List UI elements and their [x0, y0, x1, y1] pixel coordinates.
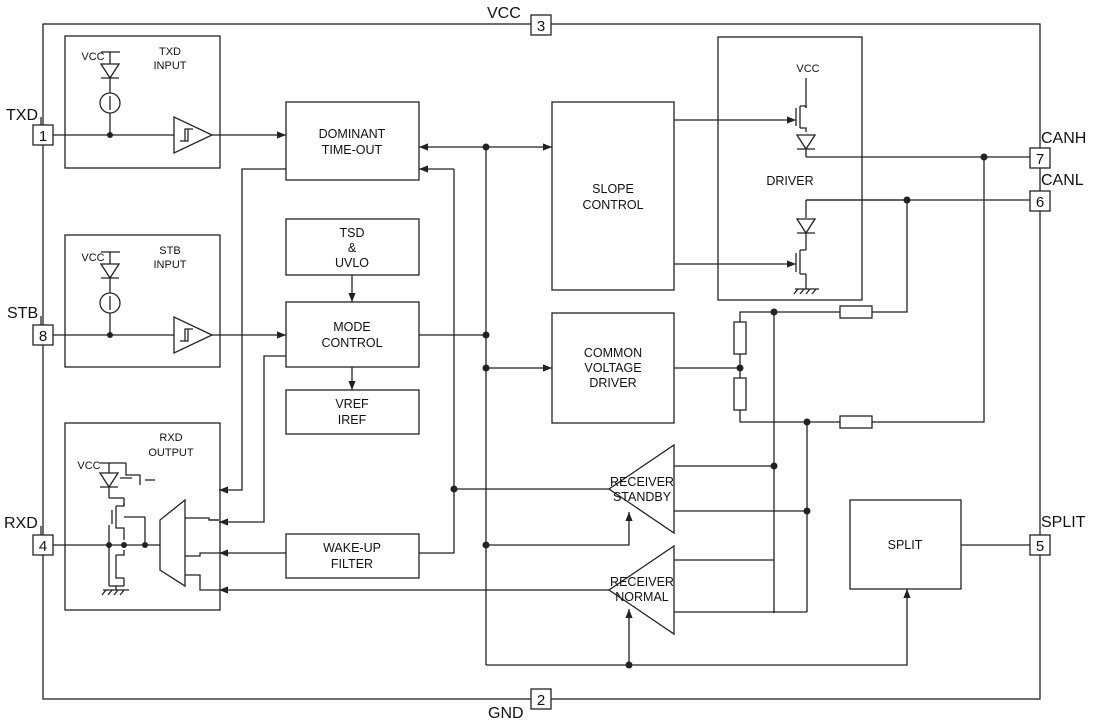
pin-canl-name: CANL — [1041, 172, 1084, 189]
pin-canh-number: 7 — [1036, 151, 1044, 168]
pin-split-number: 5 — [1036, 538, 1044, 555]
pin-canh-name: CANH — [1041, 130, 1086, 147]
tsd-uvlo-block: TSD & UVLO — [285, 218, 420, 276]
pin-txd: TXD 1 — [6, 107, 54, 146]
slope-control-block: SLOPE CONTROL — [551, 101, 675, 291]
pin-canl: CANL 6 — [1029, 172, 1084, 212]
common-voltage-label-1: COMMON — [584, 346, 642, 360]
driver-label: DRIVER — [766, 174, 813, 188]
split-resistor-top-icon — [733, 321, 747, 355]
canl-termination-resistor-icon — [839, 305, 873, 319]
mode-control-block: MODE CONTROL — [285, 301, 420, 368]
pin-rxd-name: RXD — [4, 515, 38, 532]
txd-input-block: TXD INPUT VCC — [53, 35, 221, 169]
wakeup-filter-label-2: FILTER — [331, 557, 373, 571]
common-voltage-label-3: DRIVER — [589, 376, 636, 390]
slope-control-label-2: CONTROL — [582, 198, 643, 212]
pin-stb-number: 8 — [39, 328, 47, 345]
receiver-normal-label-2: NORMAL — [615, 590, 669, 604]
pin-vcc-name: VCC — [487, 5, 521, 22]
pin-gnd: GND 2 — [488, 688, 552, 722]
mode-control-label-1: MODE — [333, 320, 371, 334]
pin-txd-number: 1 — [39, 128, 47, 145]
rxd-output-label-2: OUTPUT — [148, 447, 194, 459]
rxd-multiplexer-icon — [159, 498, 186, 588]
receiver-standby-label-1: RECEIVER — [610, 475, 674, 489]
pin-stb: STB 8 — [7, 305, 54, 346]
stb-vcc-label: VCC — [81, 252, 104, 264]
mode-control-label-2: CONTROL — [321, 336, 382, 350]
txd-schmitt-buffer-icon — [173, 115, 214, 155]
pin-gnd-name: GND — [488, 705, 524, 722]
receiver-standby-label-2: STANDBY — [613, 490, 672, 504]
tsd-uvlo-label-1: TSD — [340, 226, 365, 240]
vref-iref-block: VREF IREF — [285, 389, 420, 435]
rxd-output-block: RXD OUTPUT VCC — [53, 422, 221, 611]
receiver-normal-label-1: RECEIVER — [610, 575, 674, 589]
tsd-uvlo-label-3: UVLO — [335, 256, 369, 270]
pin-canl-number: 6 — [1036, 194, 1044, 211]
dominant-timeout-label-1: DOMINANT — [319, 127, 386, 141]
wakeup-filter-block: WAKE-UP FILTER — [285, 533, 420, 579]
pin-gnd-number: 2 — [537, 692, 545, 709]
pin-rxd: RXD 4 — [4, 515, 54, 556]
txd-vcc-label: VCC — [81, 51, 104, 63]
txd-input-label-1: TXD — [159, 46, 181, 58]
pin-vcc: VCC 3 — [487, 5, 552, 36]
common-voltage-label-2: VOLTAGE — [584, 361, 641, 375]
dominant-timeout-label-2: TIME-OUT — [322, 143, 383, 157]
vref-iref-label-2: IREF — [338, 413, 367, 427]
pin-txd-name: TXD — [6, 107, 38, 124]
receiver-standby-block: RECEIVER STANDBY — [607, 443, 675, 535]
stb-input-label-2: INPUT — [154, 259, 187, 271]
split-block: SPLIT — [849, 499, 962, 590]
split-block-label: SPLIT — [888, 538, 923, 552]
split-resistor-bottom-icon — [733, 377, 747, 411]
driver-vcc-label: VCC — [796, 63, 819, 75]
vref-iref-label-1: VREF — [335, 397, 369, 411]
pin-rxd-number: 4 — [39, 538, 47, 555]
canh-termination-resistor-icon — [839, 415, 873, 429]
stb-input-label-1: STB — [159, 245, 180, 257]
stb-schmitt-buffer-icon — [173, 315, 214, 355]
driver-block: DRIVER VCC — [717, 36, 1030, 301]
tsd-uvlo-label-2: & — [348, 241, 357, 255]
common-voltage-driver-block: COMMON VOLTAGE DRIVER — [551, 312, 675, 424]
pin-stb-name: STB — [7, 305, 38, 322]
pin-split-name: SPLIT — [1041, 514, 1086, 531]
pin-canh: CANH 7 — [1029, 130, 1086, 169]
pin-vcc-number: 3 — [537, 18, 545, 35]
receiver-normal-block: RECEIVER NORMAL — [607, 544, 675, 636]
stb-input-block: STB INPUT VCC — [53, 234, 221, 368]
txd-input-label-2: INPUT — [154, 60, 187, 72]
dominant-timeout-block: DOMINANT TIME-OUT — [285, 101, 420, 181]
rxd-output-label-1: RXD — [159, 432, 182, 444]
slope-control-label-1: SLOPE — [592, 182, 634, 196]
rxd-vcc-label: VCC — [77, 460, 100, 472]
wakeup-filter-label-1: WAKE-UP — [323, 541, 381, 555]
pin-split: SPLIT 5 — [1029, 514, 1086, 556]
